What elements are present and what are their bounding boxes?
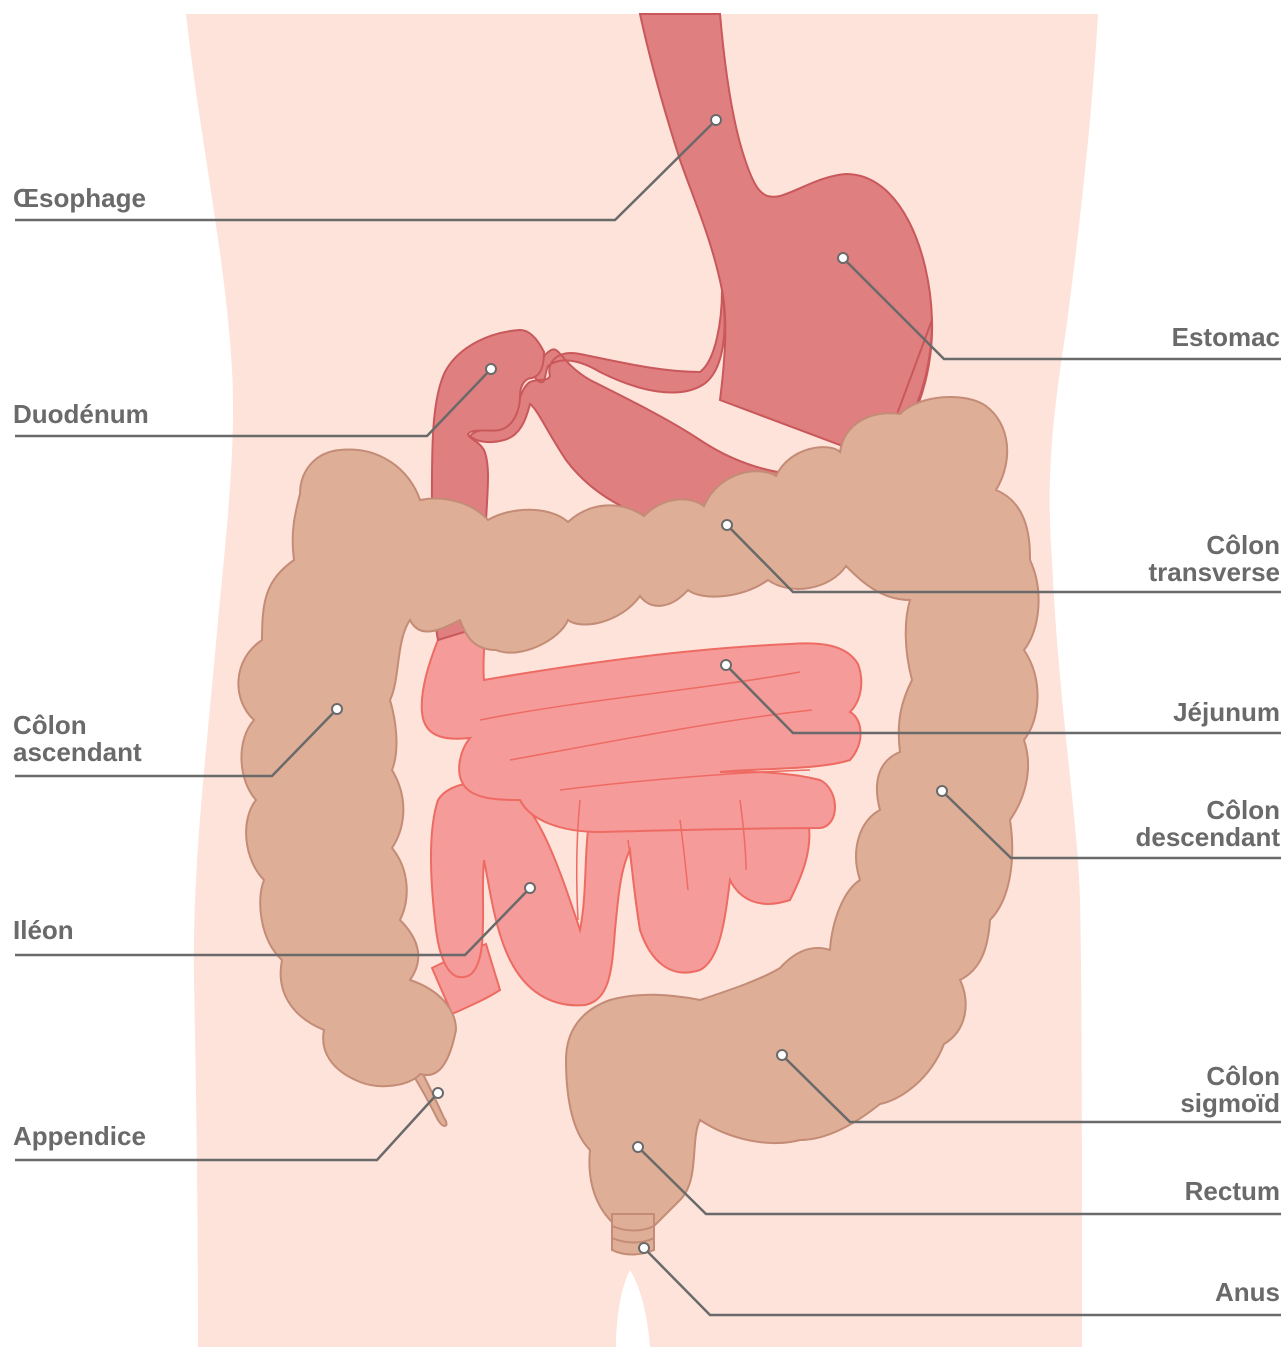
pointer-dot-appendix xyxy=(433,1088,443,1098)
pointer-dot-ascending-colon xyxy=(332,704,342,714)
label-rectum: Rectum xyxy=(1185,1178,1280,1205)
label-duodenum: Duodénum xyxy=(13,401,149,428)
label-descending-colon-line-2: descendant xyxy=(1136,824,1281,851)
label-sigmoid-colon-line-1: Côlon xyxy=(1180,1063,1280,1090)
pointer-dot-duodenum xyxy=(486,364,496,374)
label-ileum: Iléon xyxy=(13,917,74,944)
label-sigmoid-colon: Côlon sigmoïd xyxy=(1180,1063,1280,1117)
label-appendix: Appendice xyxy=(13,1123,146,1150)
pointer-dot-jejunum xyxy=(721,660,731,670)
pointer-dot-stomach xyxy=(838,253,848,263)
label-ascending-colon-line-2: ascendant xyxy=(13,739,142,766)
label-ascending-colon-line-1: Côlon xyxy=(13,712,142,739)
pointer-dot-transverse-colon xyxy=(722,520,732,530)
pointer-dot-esophagus xyxy=(711,115,721,125)
pointer-dot-sigmoid-colon xyxy=(777,1050,787,1060)
pointer-dot-descending-colon xyxy=(937,786,947,796)
label-transverse-colon-line-1: Côlon xyxy=(1148,532,1280,559)
pointer-dot-rectum xyxy=(633,1142,643,1152)
label-descending-colon: Côlon descendant xyxy=(1136,797,1281,851)
label-jejunum: Jéjunum xyxy=(1173,699,1280,726)
label-descending-colon-line-1: Côlon xyxy=(1136,797,1281,824)
label-transverse-colon: Côlon transverse xyxy=(1148,532,1280,586)
label-sigmoid-colon-line-2: sigmoïd xyxy=(1180,1090,1280,1117)
pointer-dot-anus xyxy=(639,1243,649,1253)
label-stomach: Estomac xyxy=(1172,324,1280,351)
label-ascending-colon: Côlon ascendant xyxy=(13,712,142,766)
label-transverse-colon-line-2: transverse xyxy=(1148,559,1280,586)
label-anus: Anus xyxy=(1215,1279,1280,1306)
label-esophagus: Œsophage xyxy=(13,185,146,212)
pointer-dot-ileum xyxy=(525,883,535,893)
